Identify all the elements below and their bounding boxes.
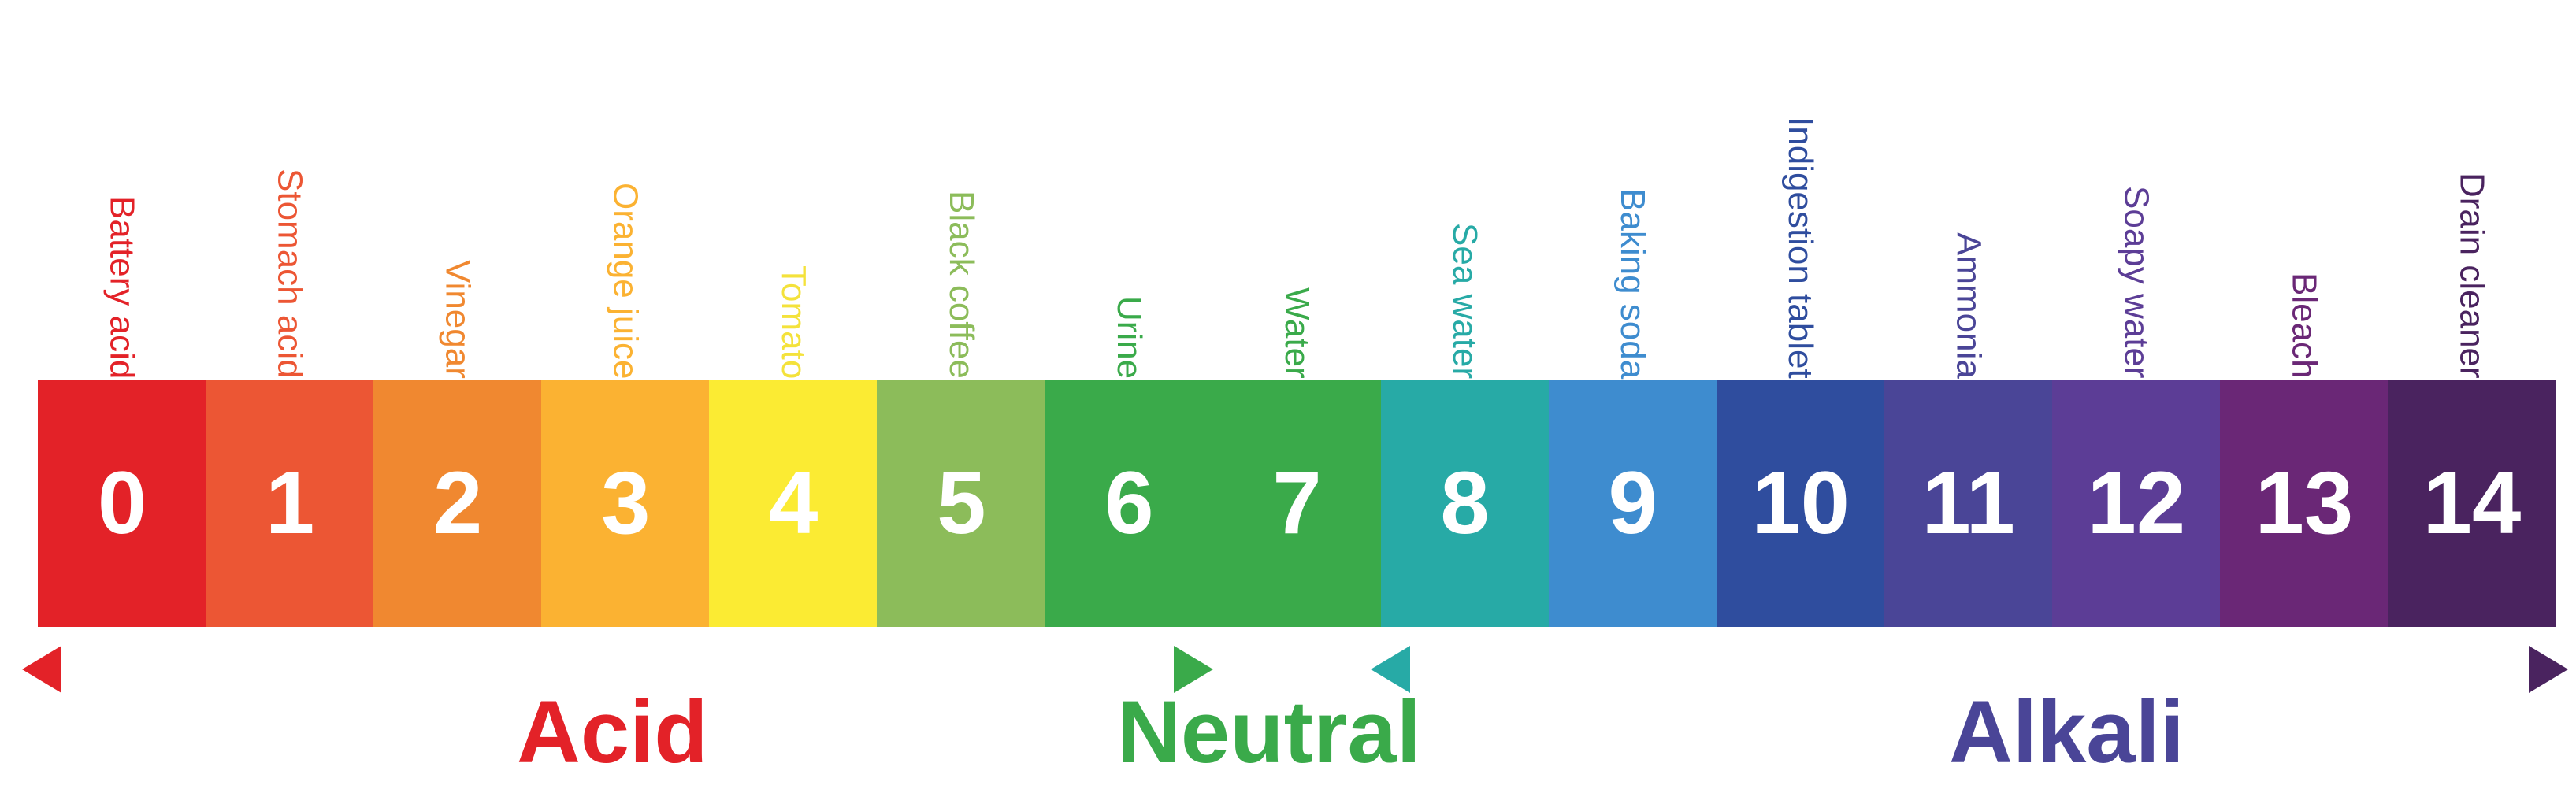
ph-value: 14 [2422, 454, 2522, 552]
substance-label: Vinegar [438, 260, 477, 379]
acid-arrow [22, 646, 1213, 693]
ph-value: 0 [97, 454, 147, 552]
ph-value: 2 [433, 454, 483, 552]
substance-label: Indigestion tablet [1781, 117, 1821, 379]
ph-value: 4 [769, 454, 818, 552]
alkali-arrowhead-right [2529, 646, 2568, 693]
neutral-label: Neutral [1117, 683, 1421, 781]
alkali-arrowhead-left [1371, 646, 1410, 693]
ph-cell-10: 10 [1716, 380, 1885, 627]
substance-label: Sea water [1446, 222, 1485, 379]
acid-arrowhead-right [1174, 646, 1213, 693]
ph-value: 6 [1104, 454, 1154, 552]
ph-value: 12 [2087, 454, 2186, 552]
acid-label: Acid [517, 683, 708, 781]
ph-cell-0: 0 [38, 380, 207, 627]
substance-label: Tomato [774, 265, 813, 379]
ph-value: 3 [601, 454, 651, 552]
ph-cell-3: 3 [541, 380, 711, 627]
ph-cell-1: 1 [206, 380, 375, 627]
range-arrows [22, 646, 2568, 693]
alkali-arrow [1371, 646, 2568, 693]
ph-cell-11: 11 [1884, 380, 2053, 627]
substance-label: Battery acid [102, 195, 142, 379]
ph-cell-13: 13 [2219, 380, 2389, 627]
ph-value: 11 [1921, 454, 2015, 552]
ph-cell-12: 12 [2051, 380, 2221, 627]
ph-value: 7 [1272, 454, 1322, 552]
substance-label: Soapy water [2117, 186, 2156, 379]
ph-value: 1 [265, 454, 315, 552]
substance-label: Baking soda [1613, 187, 1653, 379]
ph-cell-5: 5 [877, 380, 1046, 627]
ph-cell-7: 7 [1212, 380, 1382, 627]
substance-label: Orange juice [606, 182, 645, 379]
ph-value: 5 [937, 454, 986, 552]
substance-label: Bleach [2285, 272, 2324, 379]
acid-arrowhead-left [22, 646, 61, 693]
ph-cell-9: 9 [1548, 380, 1717, 627]
ph-value: 10 [1751, 454, 1850, 552]
ph-cell-2: 2 [373, 380, 543, 627]
ph-cell-14: 14 [2387, 380, 2556, 627]
ph-cell-6: 6 [1045, 380, 1214, 627]
substance-label: Drain cleaner [2452, 172, 2492, 379]
substance-label: Urine [1109, 295, 1149, 379]
ph-cell-4: 4 [709, 380, 878, 627]
ph-value: 9 [1608, 454, 1657, 552]
substance-label: Water [1278, 287, 1316, 379]
ph-value: 13 [2255, 454, 2354, 552]
substance-label: Stomach acid [270, 169, 310, 379]
substance-label: Ammonia [1949, 232, 1988, 379]
ph-value: 8 [1440, 454, 1490, 552]
substance-label: Black coffee [941, 191, 981, 379]
alkali-label: Alkali [1949, 683, 2184, 781]
ph-cell-8: 8 [1380, 380, 1550, 627]
